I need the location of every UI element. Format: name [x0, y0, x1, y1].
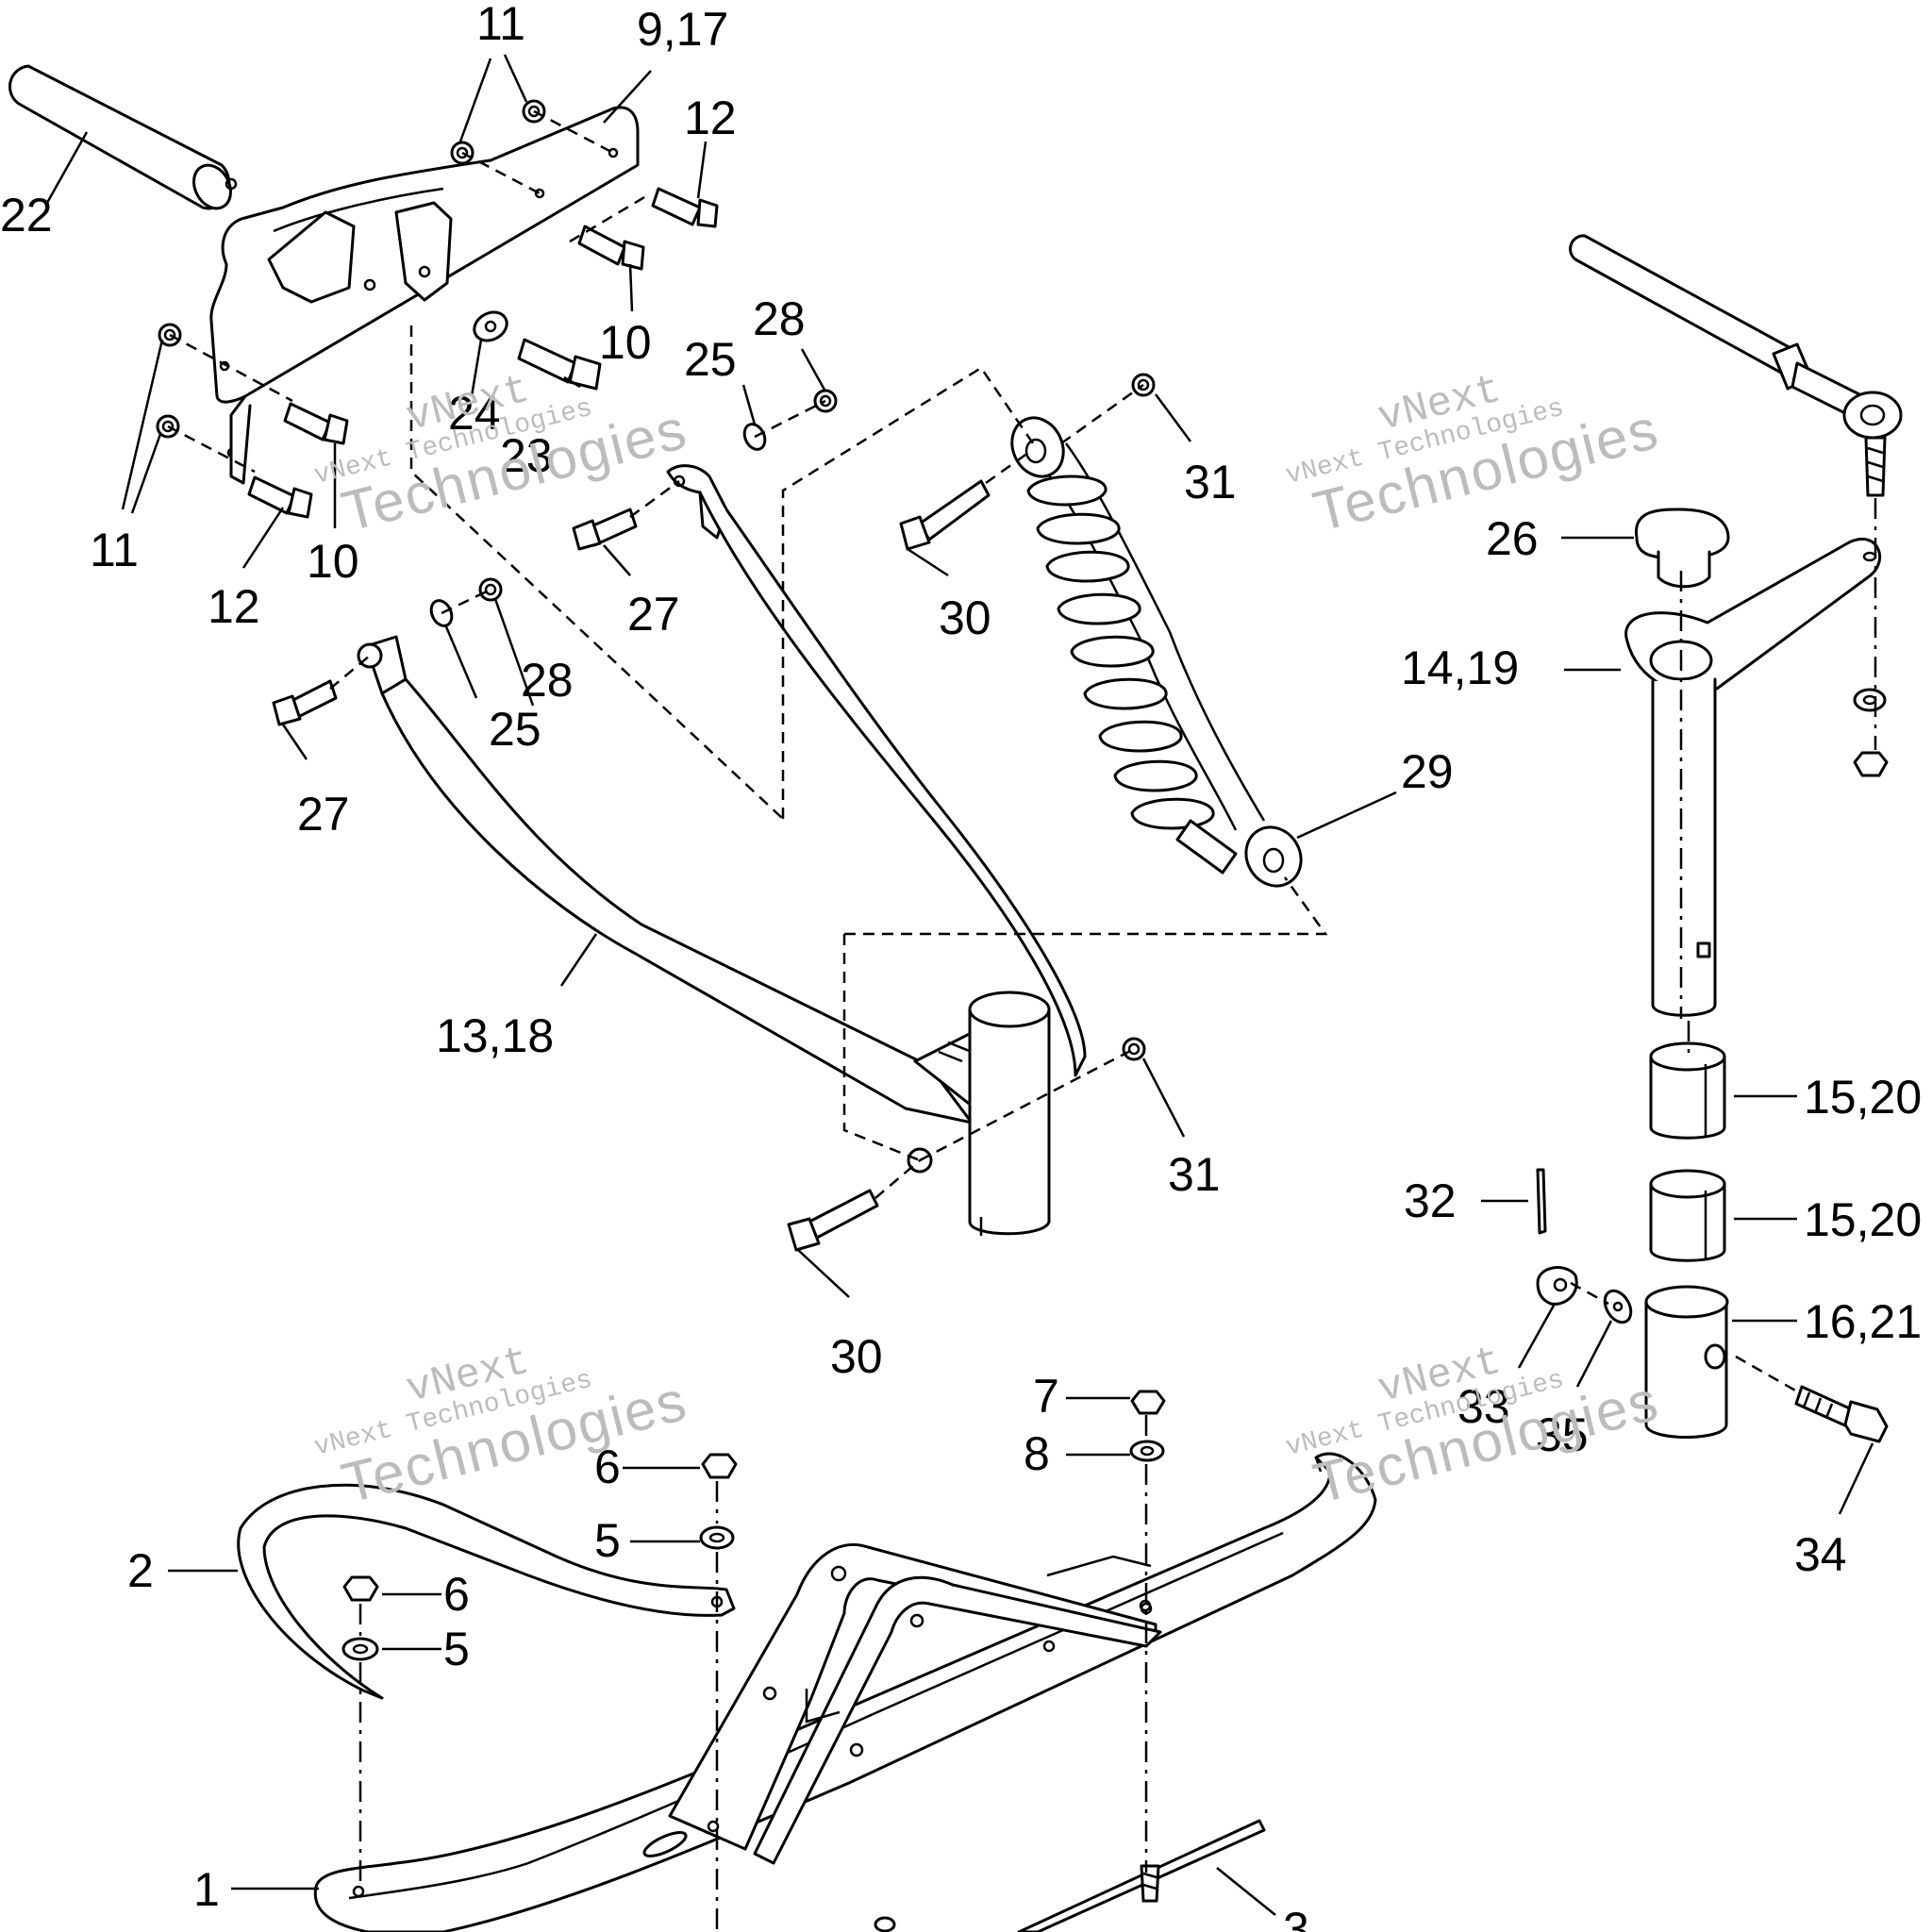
callout-31-upper: 31: [1184, 456, 1237, 508]
callout-7: 7: [1033, 1370, 1059, 1423]
callout-2: 2: [127, 1544, 154, 1597]
nut-part-31-lower[interactable]: [1122, 1037, 1146, 1061]
callout-26: 26: [1486, 512, 1539, 565]
callout-11-upper: 11: [476, 0, 525, 50]
callout-27-lower: 27: [297, 788, 350, 841]
callout-13-18: 13,18: [436, 1009, 554, 1062]
callout-1: 1: [193, 1863, 220, 1916]
callout-10-lower: 10: [307, 535, 359, 588]
bolt-part-12-upper[interactable]: [651, 187, 719, 228]
callout-12-upper: 12: [684, 92, 737, 144]
wear-rod-part-3[interactable]: [874, 1819, 1266, 1932]
shock-absorber-part-29[interactable]: [1003, 409, 1311, 896]
callout-5-lower: 5: [443, 1623, 470, 1675]
tube-part-22[interactable]: [8, 64, 238, 215]
bolt-part-23[interactable]: [517, 338, 602, 391]
bolt-part-10-upper[interactable]: [577, 225, 645, 271]
pin-part-32[interactable]: [1536, 1168, 1547, 1235]
callout-22: 22: [0, 189, 53, 242]
bolt-part-30-lower[interactable]: [787, 1189, 879, 1252]
alignment-lines: [329, 325, 1877, 1393]
bolt-part-12-lower[interactable]: [247, 475, 313, 519]
callout-28-upper: 28: [753, 292, 806, 345]
washer-part-35[interactable]: [1600, 1286, 1637, 1326]
bolt-part-34[interactable]: [1794, 1385, 1889, 1443]
bushing-part-15-20-upper[interactable]: [1649, 1041, 1726, 1140]
callout-25-upper: 25: [684, 333, 737, 386]
callout-35: 35: [1536, 1408, 1589, 1461]
nut-part-33[interactable]: [1536, 1266, 1578, 1306]
ski-saddle[interactable]: [668, 1542, 1162, 1865]
callout-10-upper: 10: [599, 316, 652, 369]
callout-30-upper: 30: [939, 591, 991, 644]
callout-34: 34: [1794, 1528, 1847, 1581]
callout-31-lower: 31: [1168, 1148, 1221, 1201]
callout-12-lower: 12: [208, 580, 260, 633]
callout-30-lower: 30: [830, 1330, 883, 1383]
callout-14-19: 14,19: [1401, 641, 1519, 694]
bolt-part-27-upper[interactable]: [572, 508, 638, 551]
leader-lines-bracket: [45, 54, 708, 569]
callout-6-upper: 6: [594, 1441, 621, 1493]
washer-part-24[interactable]: [470, 307, 512, 346]
callout-28-lower: 28: [521, 654, 574, 707]
steering-arm-part-14-19[interactable]: [1624, 537, 1882, 1017]
callout-23: 23: [500, 429, 553, 482]
bolt-part-27-lower[interactable]: [272, 679, 338, 726]
callout-5-upper: 5: [594, 1514, 621, 1567]
bolt-part-10-lower[interactable]: [283, 402, 349, 445]
callout-24: 24: [448, 387, 501, 440]
callout-25-lower: 25: [489, 703, 541, 756]
callout-11-lower: 11: [90, 524, 139, 576]
leader-lines-center: [281, 348, 1874, 1515]
bolt-part-30-upper[interactable]: [899, 479, 991, 551]
washer-nut-steering-arm[interactable]: [1853, 688, 1889, 777]
tie-rod[interactable]: [1569, 234, 1903, 497]
callout-29: 29: [1401, 745, 1454, 798]
callout-27-upper: 27: [627, 588, 680, 641]
callout-3: 3: [1283, 1903, 1309, 1932]
callout-9-17: 9,17: [637, 3, 728, 56]
spring-bar-part-2[interactable]: [237, 1483, 736, 1700]
callout-32: 32: [1404, 1174, 1457, 1227]
leader-lines-ski: [168, 1396, 1276, 1932]
nut-part-28-lower[interactable]: [478, 577, 503, 602]
hardware-ski-mount[interactable]: [341, 1390, 1166, 1898]
callout-15-20-upper: 15,20: [1804, 1071, 1922, 1124]
callout-33: 33: [1457, 1380, 1510, 1433]
callout-6-lower: 6: [443, 1568, 470, 1621]
callout-8: 8: [1024, 1427, 1050, 1480]
callout-16-21: 16,21: [1804, 1295, 1922, 1348]
bushing-part-15-20-lower[interactable]: [1649, 1169, 1726, 1262]
callout-15-20-lower: 15,20: [1804, 1193, 1922, 1246]
knob-part-26[interactable]: [1635, 508, 1730, 589]
spindle-housing[interactable]: [968, 991, 1051, 1236]
mounting-bracket-part-9-17[interactable]: [209, 106, 640, 485]
collar-part-16-21[interactable]: [1644, 1285, 1729, 1439]
